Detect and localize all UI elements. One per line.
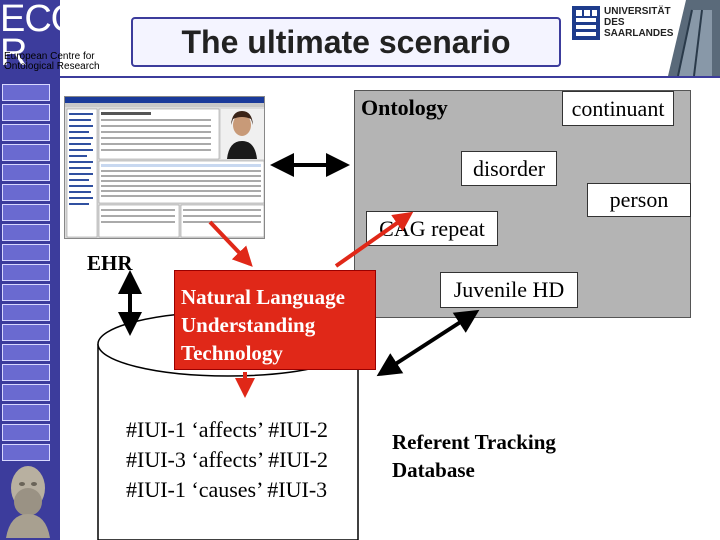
ontology-label: Ontology (361, 95, 448, 120)
sidebar-button[interactable] (2, 264, 50, 281)
sidebar-button[interactable] (2, 404, 50, 421)
term-cag-repeat: CAG repeat (366, 211, 498, 246)
page-title: The ultimate scenario (131, 17, 561, 67)
database-entry: #IUI-1 ‘causes’ #IUI-3 (126, 477, 328, 502)
sidebar-button[interactable] (2, 344, 50, 361)
sidebar-button[interactable] (2, 284, 50, 301)
nlu-label: Natural Language Understanding Technolog… (181, 285, 345, 365)
sidebar-button[interactable] (2, 224, 50, 241)
sidebar-button[interactable] (2, 384, 50, 401)
term-person: person (587, 183, 691, 217)
database-entries: #IUI-1 ‘affects’ #IUI-2 #IUI-3 ‘affects’… (126, 415, 328, 505)
sidebar-button[interactable] (2, 144, 50, 161)
university-logo-icon (572, 6, 600, 40)
aristotle-bust-icon (6, 466, 50, 538)
sidebar-button[interactable] (2, 164, 50, 181)
sidebar (0, 0, 60, 540)
sidebar-button[interactable] (2, 124, 50, 141)
database-label: Referent Tracking Database (392, 430, 556, 482)
term-disorder: disorder (461, 151, 557, 186)
term-juvenile-hd: Juvenile HD (440, 272, 578, 308)
ecor-logo: ECO R (0, 0, 80, 74)
sidebar-button[interactable] (2, 444, 50, 461)
ehr-screenshot (64, 96, 265, 239)
sidebar-button[interactable] (2, 304, 50, 321)
sidebar-button[interactable] (2, 424, 50, 441)
database-entry: #IUI-1 ‘affects’ #IUI-2 (126, 417, 328, 442)
header-divider (0, 76, 720, 78)
sidebar-button[interactable] (2, 364, 50, 381)
ehr-window-graphic (65, 97, 264, 238)
ehr-label: EHR (87, 251, 133, 275)
sidebar-button[interactable] (2, 84, 50, 101)
sidebar-button[interactable] (2, 104, 50, 121)
sidebar-button[interactable] (2, 204, 50, 221)
sidebar-button[interactable] (2, 244, 50, 261)
database-entry: #IUI-3 ‘affects’ #IUI-2 (126, 447, 328, 472)
logo-subtitle: European Centre for Ontological Research (4, 51, 100, 72)
term-continuant: continuant (562, 91, 674, 126)
nlu-box (174, 270, 376, 370)
building-icon (668, 0, 720, 76)
ontology-database-arrow (376, 309, 480, 377)
sidebar-button[interactable] (2, 184, 50, 201)
university-name: UNIVERSITÄT DES SAARLANDES (604, 6, 674, 39)
sidebar-button[interactable] (2, 324, 50, 341)
